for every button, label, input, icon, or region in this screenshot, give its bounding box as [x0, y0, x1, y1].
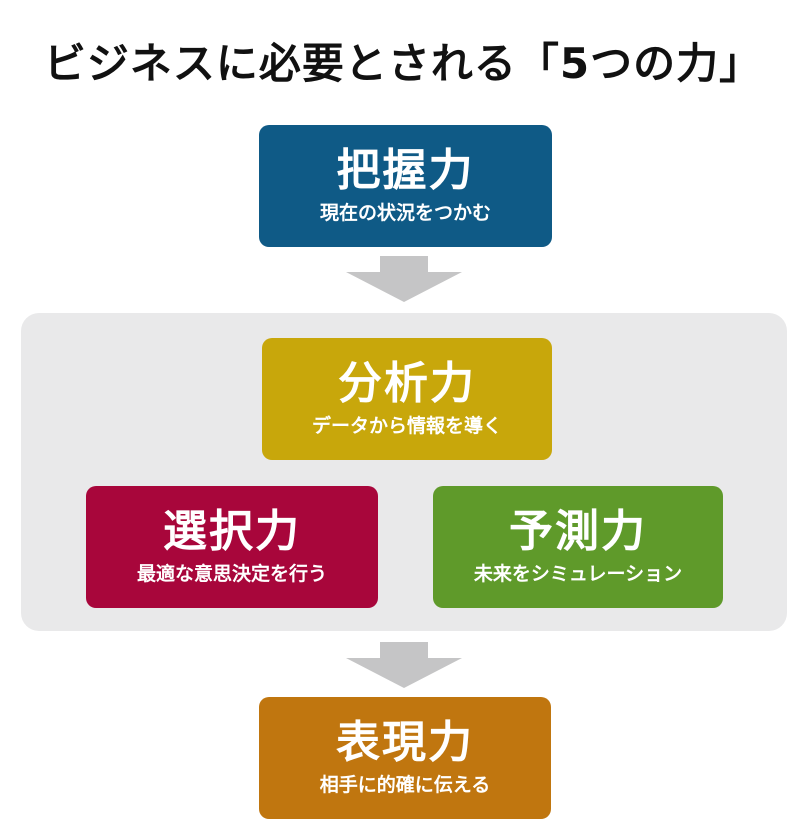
diagram-title: ビジネスに必要とされる「5つの力」	[43, 39, 763, 88]
down-arrow-icon	[346, 256, 462, 302]
node-yosoku-desc: 未来をシミュレーション	[473, 563, 683, 585]
node-hyougen: 表現力 相手に的確に伝える	[259, 697, 551, 819]
node-hyougen-name: 表現力	[336, 717, 474, 768]
node-sentaku-desc: 最適な意思決定を行う	[136, 563, 327, 585]
node-haaku: 把握力 現在の状況をつかむ	[259, 125, 552, 247]
node-bunseki: 分析力 データから情報を導く	[262, 338, 552, 460]
node-hyougen-desc: 相手に的確に伝える	[319, 774, 491, 796]
node-haaku-desc: 現在の状況をつかむ	[319, 202, 491, 224]
node-sentaku: 選択力 最適な意思決定を行う	[86, 486, 378, 608]
node-bunseki-desc: データから情報を導く	[311, 415, 502, 437]
down-arrow-icon	[346, 642, 462, 688]
node-yosoku-name: 予測力	[509, 506, 647, 557]
node-haaku-name: 把握力	[336, 145, 475, 196]
node-yosoku: 予測力 未来をシミュレーション	[433, 486, 723, 608]
node-sentaku-name: 選択力	[163, 506, 301, 557]
node-bunseki-name: 分析力	[338, 358, 476, 409]
